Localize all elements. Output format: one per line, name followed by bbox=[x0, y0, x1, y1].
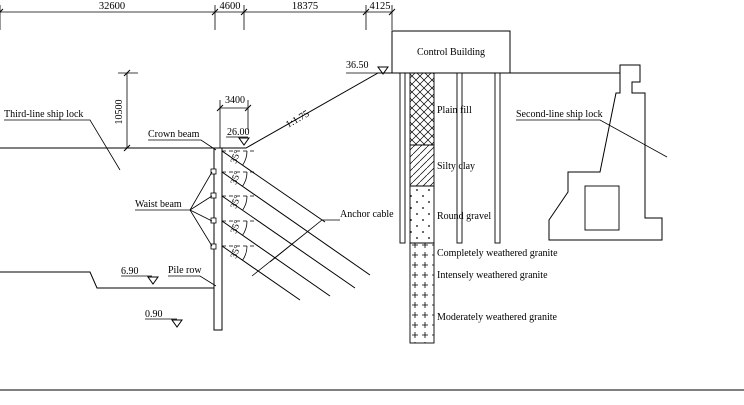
third-line-lock-label: Third-line ship lock bbox=[4, 109, 83, 120]
elevation-marker-6-90: 6.90 bbox=[121, 266, 159, 285]
anchor-cable-5 bbox=[221, 245, 301, 301]
control-building-label: Control Building bbox=[417, 47, 485, 58]
crown-beam-callout: Crown beam bbox=[148, 129, 217, 151]
anchor-cable-label: Anchor cable bbox=[340, 209, 394, 220]
stratum-plain-fill bbox=[409, 72, 435, 146]
svg-text:26.00: 26.00 bbox=[227, 127, 250, 138]
horizontal-reference-lines bbox=[222, 150, 255, 247]
crown-width-text: 3400 bbox=[225, 95, 245, 106]
crown-width-dimension: 3400 bbox=[216, 95, 252, 148]
waist-beam-callout: Waist beam bbox=[135, 171, 213, 247]
waist-beam-1 bbox=[210, 168, 217, 175]
anchor-cable-callout: Anchor cable bbox=[251, 209, 394, 277]
pile-row-label: Pile row bbox=[168, 265, 202, 276]
stratum-label: Round gravel bbox=[437, 211, 491, 222]
svg-text:0.90: 0.90 bbox=[145, 309, 163, 320]
stratum-silty-clay bbox=[409, 144, 435, 187]
slope-ratio-text: 1:1.75 bbox=[284, 108, 311, 130]
pile-row-callout: Pile row bbox=[168, 265, 217, 287]
dim-top-3: 18375 bbox=[292, 1, 318, 12]
slope-height-dimension: 10500 bbox=[114, 69, 138, 152]
stratum-label: Completely weathered granite bbox=[437, 248, 558, 259]
anchor-angle-label: 35° bbox=[228, 194, 243, 210]
slope-height-text: 10500 bbox=[114, 100, 125, 125]
top-dimension-line: 32600 4600 18375 4125 bbox=[0, 1, 396, 30]
third-line-lock-callout: Third-line ship lock bbox=[4, 109, 121, 171]
waist-beam-2 bbox=[210, 192, 217, 199]
svg-text:36.50: 36.50 bbox=[346, 60, 369, 71]
dim-top-4: 4125 bbox=[370, 1, 391, 12]
elevation-marker-26-00: 26.00 bbox=[226, 127, 250, 146]
anchor-cable-4 bbox=[221, 220, 331, 297]
waist-beams bbox=[210, 168, 217, 250]
anchor-cable-1 bbox=[221, 150, 326, 223]
svg-text:6.90: 6.90 bbox=[121, 266, 139, 277]
anchor-cable-2 bbox=[221, 171, 371, 276]
elevation-marker-36-50: 36.50 bbox=[346, 60, 389, 75]
anchor-angle-label: 35° bbox=[228, 149, 243, 165]
stratum-label: Plain fill bbox=[437, 105, 472, 116]
borehole-column bbox=[409, 72, 435, 344]
dim-top-1: 32600 bbox=[99, 1, 125, 12]
stratum-label: Intensely weathered granite bbox=[437, 270, 548, 281]
second-line-lock-structure bbox=[548, 64, 663, 241]
pile-row bbox=[213, 147, 223, 331]
strata-labels: Plain fill Silty clay Round gravel Compl… bbox=[437, 105, 558, 323]
control-building: Control Building bbox=[391, 30, 511, 74]
dim-top-2: 4600 bbox=[220, 1, 241, 12]
crown-beam-label: Crown beam bbox=[148, 129, 200, 140]
building-piles bbox=[399, 72, 501, 244]
second-line-lock-label: Second-line ship lock bbox=[516, 109, 603, 120]
anchor-cable-3 bbox=[221, 195, 356, 289]
second-line-lock-callout: Second-line ship lock bbox=[516, 109, 668, 158]
waist-beam-label: Waist beam bbox=[135, 199, 182, 210]
waist-beam-4 bbox=[210, 243, 217, 250]
stratum-label: Silty clay bbox=[437, 161, 475, 172]
anchor-cables bbox=[221, 150, 371, 301]
stratum-round-gravel bbox=[409, 185, 435, 244]
elevation-marker-0-90: 0.90 bbox=[145, 309, 183, 328]
anchor-angle-label: 35° bbox=[228, 219, 243, 235]
anchor-angle-labels: 35° 35° 35° 35° 35° bbox=[228, 149, 243, 260]
anchor-angle-label: 35° bbox=[228, 170, 243, 186]
anchor-angle-label: 35° bbox=[228, 244, 243, 260]
excavation-floor bbox=[0, 271, 215, 289]
stratum-label: Moderately weathered granite bbox=[437, 312, 558, 323]
stratum-granite bbox=[409, 242, 435, 344]
anchor-angle-arcs bbox=[242, 150, 248, 261]
